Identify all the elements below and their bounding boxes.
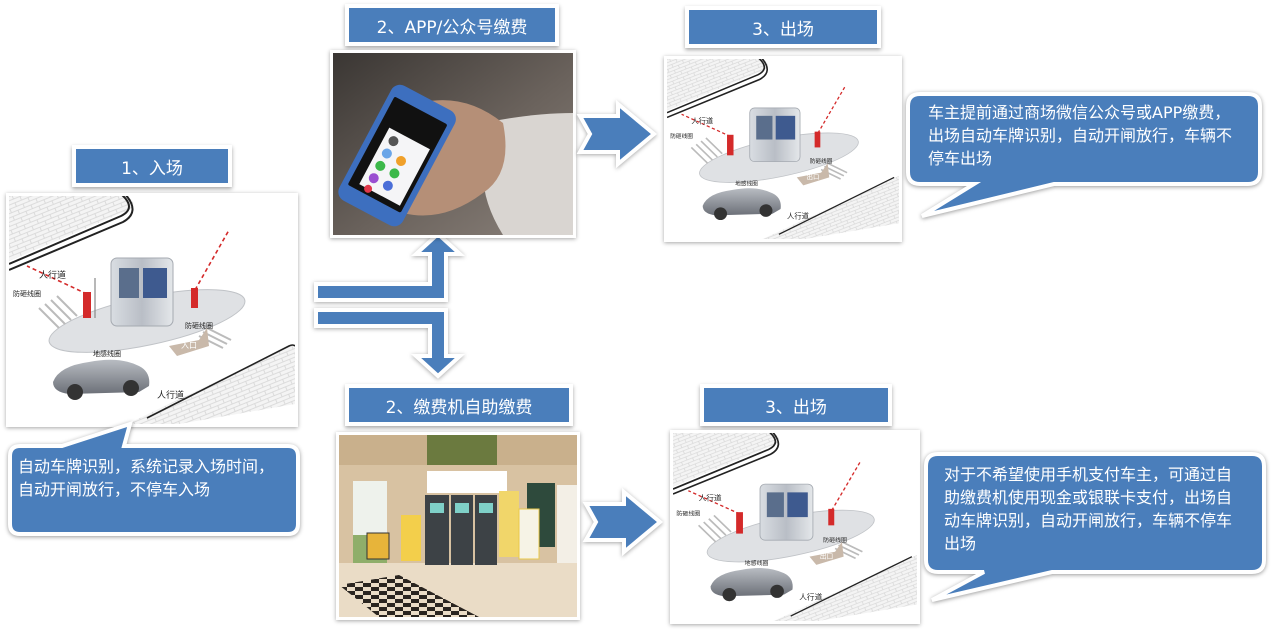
standing-sign (366, 532, 390, 560)
anti-smash-coil-left-label: 防砸线圈 (676, 510, 700, 518)
walkway-bottom-label: 人行道 (799, 592, 822, 602)
kiosk-header-signs (427, 471, 507, 493)
exit-scene-top: 人行道 防砸线圈 防砸线圈 出口 地感线圈 人行道 (667, 59, 899, 239)
exit-gate-illustration-top: 人行道 防砸线圈 防砸线圈 出口 地感线圈 人行道 (664, 56, 902, 242)
walkway-bottom-label: 人行道 (787, 212, 809, 221)
anti-smash-coil-left-label: 防砸线圈 (670, 132, 693, 140)
barrier-gate-left (83, 292, 91, 318)
arrow-kiosk-to-exit (582, 487, 664, 557)
step-1-entry-title: 1、入场 (72, 145, 232, 187)
branch-connector (314, 231, 466, 379)
step-3-exit-title-top-text: 3、出场 (752, 19, 814, 40)
parking-banner-left (401, 515, 421, 561)
kiosk-scene (339, 435, 577, 617)
walkway-bottom-label: 人行道 (157, 389, 184, 401)
step-3-exit-title-bottom: 3、出场 (700, 384, 892, 426)
shirt-sleeve (483, 113, 573, 235)
plants-background (427, 435, 497, 465)
barrier-gate-right (191, 288, 198, 308)
walkway-top-area (9, 196, 134, 261)
step-2-kiosk-payment-title-text: 2、缴费机自助缴费 (385, 397, 533, 418)
floor-pattern (339, 575, 479, 617)
booth-window-right (143, 268, 167, 298)
ground-coil-label: 地感线圈 (735, 179, 758, 187)
gate-direction-label: 出口 (807, 172, 820, 181)
ground-coil-label: 地感线圈 (93, 349, 121, 358)
barrier-gate-left (727, 134, 734, 156)
kiosk-4 (499, 491, 519, 557)
payment-kiosk-photo (336, 432, 580, 620)
exit-scene-bottom: 人行道 防砸线圈 防砸线圈 出口 地感线圈 人行道 (673, 433, 917, 621)
entry-scene: 人行道 防砸线圈 防砸线圈 入口 地感线圈 人行道 (9, 196, 295, 424)
exit-app-callout-bubble (906, 92, 1262, 218)
barrier-gate-right (814, 131, 821, 148)
anti-smash-coil-left-label: 防砸线圈 (13, 289, 41, 298)
direction-arrow (169, 328, 209, 356)
phone-screen-menu (359, 127, 430, 206)
exit-kiosk-callout-bubble (924, 452, 1266, 602)
arrow-app-to-exit (576, 99, 658, 169)
walkway-top-label: 人行道 (39, 269, 66, 281)
step-3-exit-title-top: 3、出场 (685, 6, 881, 48)
step-2-app-payment-title-text: 2、APP/公众号缴费 (376, 17, 528, 38)
gate-direction-label: 入口 (181, 341, 197, 350)
step-2-kiosk-payment-title: 2、缴费机自助缴费 (345, 384, 573, 426)
smartphone-payment-photo (330, 50, 576, 238)
curb-line-bottom (146, 344, 295, 419)
walkway-top-label: 人行道 (699, 493, 722, 503)
entry-callout-text: 自动车牌识别，系统记录入场时间，自动开闸放行，不停车入场 (18, 457, 275, 499)
step-2-app-payment-title: 2、APP/公众号缴费 (345, 4, 559, 46)
step-1-entry-title-text: 1、入场 (121, 158, 183, 179)
car-wheel-front (123, 380, 139, 396)
entry-gate-illustration: 人行道 防砸线圈 防砸线圈 入口 地感线圈 人行道 (6, 193, 298, 427)
arrow-to-app-payment (314, 231, 466, 302)
entry-callout-bubble (8, 420, 300, 536)
phone-scene (333, 53, 573, 235)
gate-direction-label: 出口 (820, 551, 834, 560)
exit-kiosk-callout-text: 对于不希望使用手机支付车主，可通过自助缴费机使用现金或银联卡支付，出场自动车牌识… (944, 465, 1233, 553)
exit-app-callout-text: 车主提前通过商场微信公众号或APP缴费，出场自动车牌识别，自动开闸放行，车辆不停… (928, 103, 1233, 168)
curb-line-top (9, 196, 130, 265)
step-3-exit-title-bottom-text: 3、出场 (765, 397, 827, 418)
barrier-gate-right (828, 508, 835, 526)
exit-gate-illustration-bottom: 人行道 防砸线圈 防砸线圈 出口 地感线圈 人行道 (670, 430, 920, 624)
booth-window-left (119, 268, 139, 298)
curb-line-top-2 (9, 196, 134, 271)
ground-coil-label: 地感线圈 (745, 559, 769, 567)
barrier-arm-right (194, 229, 230, 291)
anti-smash-coil-right-label: 防砸线圈 (810, 157, 833, 165)
barrier-gate-left (736, 512, 743, 534)
arrow-to-kiosk-payment (314, 308, 466, 379)
anti-smash-coil-right-label: 防砸线圈 (185, 321, 213, 330)
smartphone (338, 84, 456, 227)
walkway-top-label: 人行道 (691, 117, 713, 126)
parking-banner-right (518, 508, 540, 560)
anti-smash-coil-left (38, 295, 78, 329)
anti-smash-coil-right-label: 防砸线圈 (823, 536, 847, 544)
car-wheel-rear (67, 384, 83, 400)
